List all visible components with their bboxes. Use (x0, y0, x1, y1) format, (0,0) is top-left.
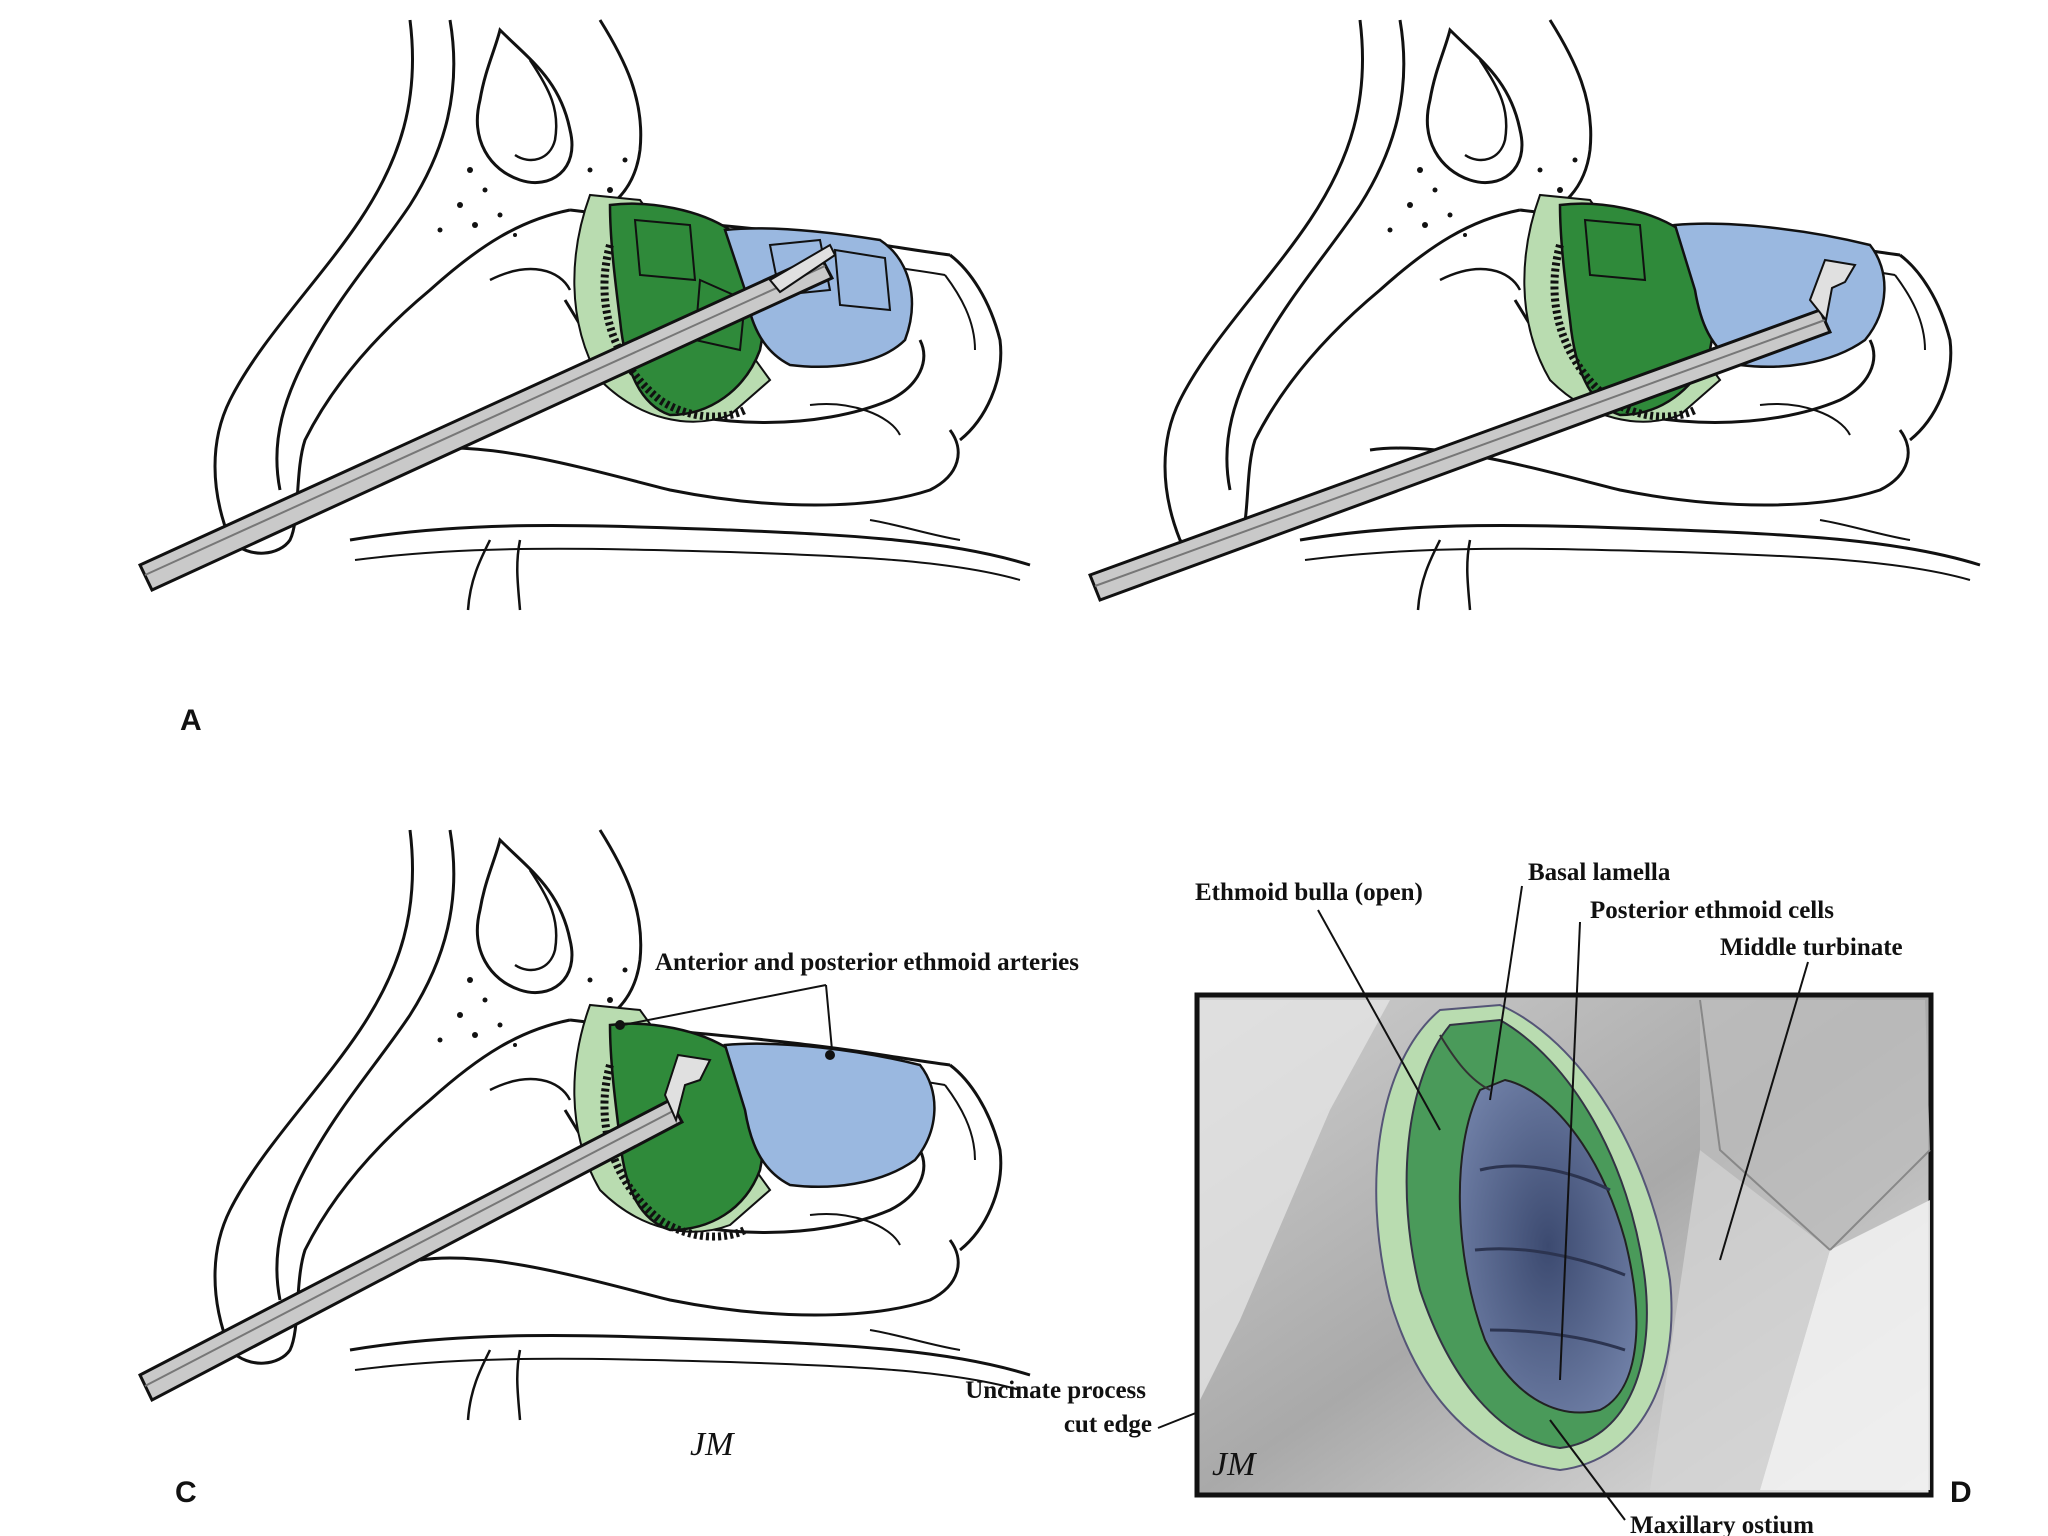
panel-c-uncinate-edge (600, 1063, 747, 1241)
panel-d-leaders (1317, 885, 1809, 1521)
panel-d-signature: JM (1212, 1446, 1257, 1483)
panel-a-uncinate-edge (600, 243, 747, 421)
label-maxillary-ostium: Maxillary ostium (1630, 1512, 1814, 1536)
panel-d-letter: D (1950, 1476, 1972, 1509)
panel-c-instrument (138, 1097, 685, 1403)
panel-c-letter: C (175, 1476, 197, 1509)
panel-b-instrument (1088, 308, 1833, 602)
label-ethmoid-bulla: Ethmoid bulla (open) (1195, 879, 1423, 906)
label-uncinate-line2: cut edge (1064, 1411, 1152, 1438)
panel-a (137, 18, 1032, 612)
label-middle-turbinate: Middle turbinate (1720, 934, 1903, 961)
panel-d: JM (1194, 992, 1934, 1498)
panel-a-instrument (137, 253, 835, 592)
panel-c-posterior-ethmoid (723, 1042, 936, 1188)
label-posterior-ethmoid: Posterior ethmoid cells (1590, 897, 1834, 924)
panel-b-uncinate-edge (1550, 243, 1697, 421)
panel-b (1088, 18, 1982, 612)
panel-c (138, 828, 1032, 1422)
panel-a-posterior-ethmoid (723, 227, 914, 368)
arteries-leader (622, 984, 833, 1051)
panel-c-signature: JM (690, 1426, 735, 1463)
panel-a-letter: A (180, 704, 202, 737)
label-uncinate-line1: Uncinate process (965, 1377, 1146, 1404)
label-basal-lamella: Basal lamella (1528, 859, 1671, 886)
label-arteries: Anterior and posterior ethmoid arteries (655, 949, 1079, 976)
